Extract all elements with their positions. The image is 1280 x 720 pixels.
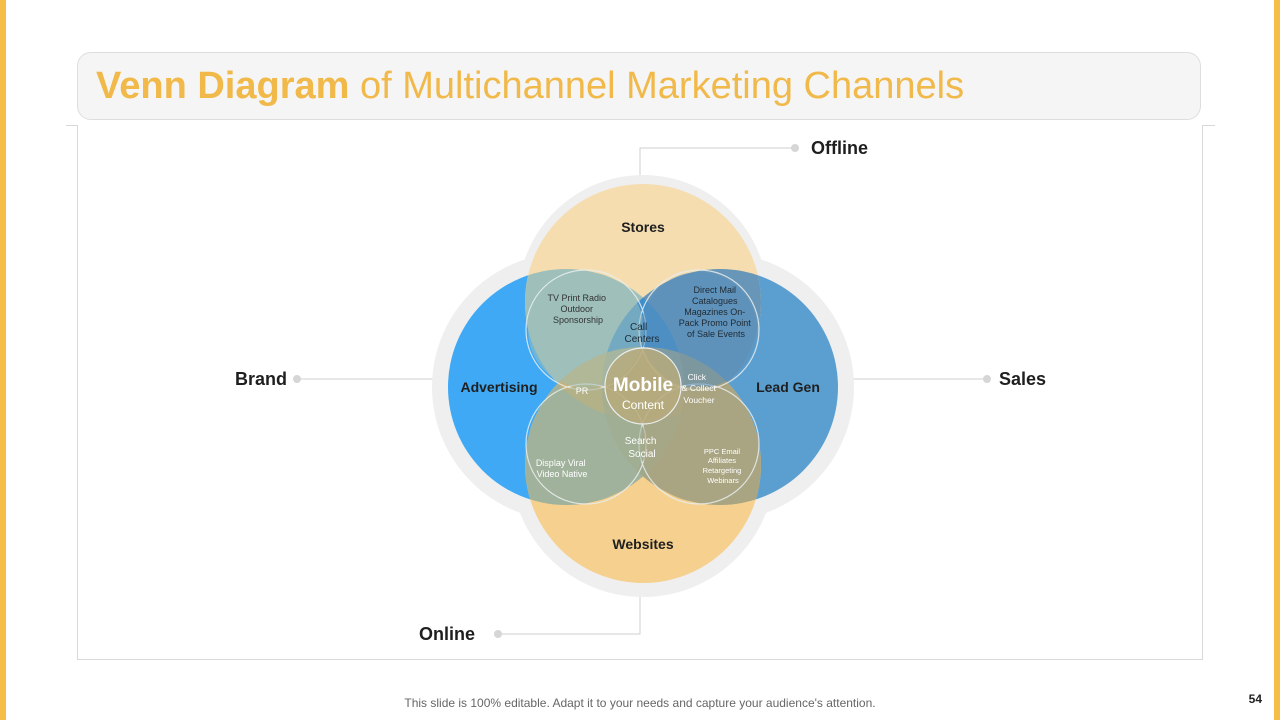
page-number: 54: [1248, 692, 1262, 706]
call-centers-text: Call Centers: [624, 322, 659, 345]
stores-label: Stores: [621, 219, 665, 235]
pr-text: PR: [576, 386, 589, 396]
online-label: Online: [419, 624, 475, 644]
frame-top-line-left: [66, 125, 77, 126]
click-collect-text: Click & Collect Voucher: [682, 372, 718, 405]
mobile-outline: [604, 347, 682, 425]
tv-print-fill: [528, 272, 644, 388]
display-viral-text: Display Viral Video Native: [536, 458, 588, 479]
left-accent-bar: [0, 0, 6, 720]
connector-lines: [299, 147, 985, 635]
ppc-fill: [641, 386, 757, 502]
footer-text: This slide is 100% editable. Adapt it to…: [404, 696, 876, 710]
mobile-title: Mobile: [613, 375, 673, 396]
title-bold-part: Venn Diagram: [96, 65, 350, 107]
search-social-text: Search Social: [625, 436, 659, 460]
sales-dot: [983, 375, 991, 383]
direct-mail-text: Direct Mail Catalogues Magazines On- Pac…: [679, 285, 754, 339]
mobile-fill: [605, 348, 681, 424]
frame-top-line-right: [1203, 125, 1215, 126]
tv-print-text: TV Print Radio Outdoor Sponsorship: [547, 293, 608, 325]
title-box: Venn Diagram of Multichannel Marketing C…: [77, 52, 1201, 120]
sales-label: Sales: [999, 369, 1046, 389]
advertising-label: Advertising: [460, 379, 537, 395]
circle-labels: Stores Advertising Lead Gen Websites: [460, 219, 819, 552]
online-dot: [494, 630, 502, 638]
page-title: Venn Diagram of Multichannel Marketing C…: [96, 65, 964, 108]
lead-gen-label: Lead Gen: [756, 379, 820, 395]
ppc-text: PPC Email Affiliates Retargeting Webinar…: [703, 447, 744, 485]
lens-texts: TV Print Radio Outdoor Sponsorship Direc…: [536, 285, 754, 485]
content-frame: [77, 125, 1203, 660]
brand-label: Brand: [235, 369, 287, 389]
websites-label: Websites: [612, 536, 673, 552]
mobile-subtitle: Content: [622, 398, 665, 412]
brand-dot: [293, 375, 301, 383]
display-viral-fill: [528, 386, 644, 502]
offline-dot: [791, 144, 799, 152]
outer-labels: Offline Brand Sales Online: [235, 138, 1046, 644]
offline-connector: [639, 147, 793, 187]
title-light-part: of Multichannel Marketing Channels: [349, 65, 965, 107]
connector-dots: [293, 144, 991, 638]
right-accent-bar: [1274, 0, 1280, 720]
online-connector: [500, 597, 641, 635]
offline-label: Offline: [811, 138, 868, 158]
